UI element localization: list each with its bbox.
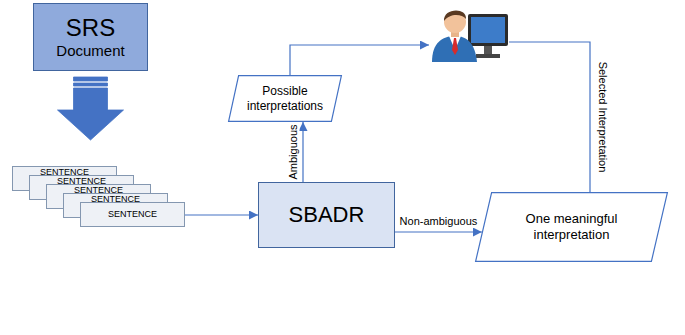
edge-label: Ambiguous (287, 123, 300, 180)
parallelogram-shape (476, 193, 668, 262)
node-text: One meaningful interpretation (495, 211, 648, 242)
node-text: SRS (66, 14, 115, 43)
parallelogram-shape (229, 76, 342, 122)
line-label: Selected Interpretation (596, 61, 609, 174)
process-box: SBADR (258, 182, 395, 248)
user-icon (432, 11, 508, 62)
node-text: Document (56, 42, 124, 60)
node-text: SBADR (289, 202, 365, 228)
feedback-line (290, 45, 429, 75)
flow-arrow (395, 231, 482, 232)
data-parallelogram: Possible interpretations (228, 75, 342, 122)
node-text: Possible interpretations (242, 84, 328, 113)
sentence-box: SENTENCE (80, 202, 185, 227)
block-arrow (58, 77, 124, 140)
data-parallelogram: One meaningful interpretation (475, 192, 668, 262)
document-box: SRSDocument (33, 3, 148, 71)
flow-arrow (302, 122, 303, 182)
flow-arrow (185, 214, 258, 215)
edge-label: Non-ambiguous (399, 215, 479, 228)
selection-line (509, 42, 590, 192)
node-text: SENTENCE (108, 209, 157, 220)
